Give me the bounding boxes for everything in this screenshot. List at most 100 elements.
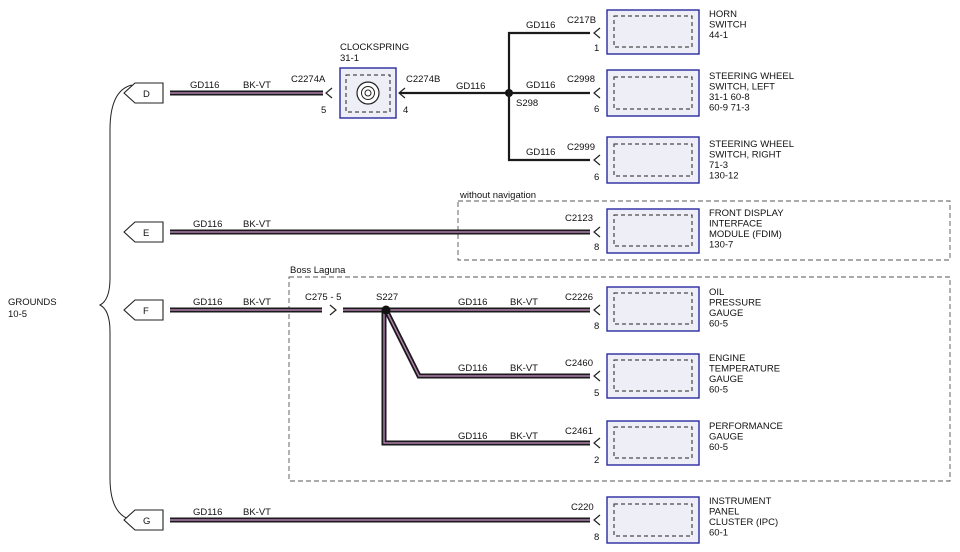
wire-d-connector: C2274A <box>291 74 326 85</box>
grounds-brace <box>98 84 133 521</box>
clockspring-out-connector: C2274B <box>406 74 440 85</box>
ground-tab-g[interactable]: G <box>123 509 164 531</box>
component-label-line: GAUGE <box>709 432 743 443</box>
wire-eng-color: BK-VT <box>510 363 538 374</box>
clockspring-pin-right: 4 <box>403 105 408 116</box>
wire-clockspring-s298 <box>398 87 509 99</box>
splice-s227-label: S227 <box>376 292 398 303</box>
component-label-line: PERFORMANCE <box>709 421 783 432</box>
ipc-connector: C220 <box>571 502 594 513</box>
clockspring-title: CLOCKSPRING <box>340 42 409 53</box>
wire-oil-color: BK-VT <box>510 297 538 308</box>
clockspring-pin-left: 5 <box>321 105 326 116</box>
ipc-pin: 8 <box>594 532 599 543</box>
wire-eng-circuit: GD116 <box>458 363 487 374</box>
ground-tab-d[interactable]: D <box>123 82 164 104</box>
instrument-panel-cluster[interactable] <box>606 496 700 544</box>
region-boss-laguna-label: Boss Laguna <box>290 265 346 276</box>
wire-s298-branches <box>507 27 601 166</box>
wire-swl-circuit: GD116 <box>526 80 555 91</box>
component-label-line: INTERFACE <box>709 219 762 230</box>
wire-f-circuit: GD116 <box>193 297 222 308</box>
eng-pin: 5 <box>594 388 599 399</box>
wire-swr-circuit: GD116 <box>526 147 555 158</box>
component-label-line: TEMPERATURE <box>709 364 780 375</box>
ground-tab-d-label: D <box>143 89 150 100</box>
splice-s298-label: S298 <box>516 98 538 109</box>
wire-d-color: BK-VT <box>243 80 271 91</box>
perf-connector: C2461 <box>565 426 593 437</box>
wire-horn-circuit: GD116 <box>526 20 555 31</box>
component-label-line: PANEL <box>709 507 739 518</box>
wire-e-circuit: GD116 <box>193 219 222 230</box>
oil-pressure-gauge[interactable] <box>606 286 700 332</box>
wire-f-s227 <box>170 304 601 449</box>
wire-clockspring-circuit: GD116 <box>456 81 485 92</box>
grounds-label: GROUNDS <box>8 297 57 308</box>
component-label-line: SWITCH, LEFT <box>709 82 775 93</box>
engine-temperature-gauge[interactable] <box>606 353 700 399</box>
fdim-pin: 8 <box>594 242 599 253</box>
horn-connector: C217B <box>567 15 596 26</box>
horn-switch[interactable] <box>606 9 700 55</box>
wire-f-connector: C275 - 5 <box>305 292 341 303</box>
front-display-interface-module[interactable] <box>606 208 700 254</box>
component-label-line: 60-5 <box>709 442 728 453</box>
component-label-line: 130-12 <box>709 171 739 182</box>
region-boss-laguna <box>288 276 951 482</box>
wire-perf-color: BK-VT <box>510 431 538 442</box>
region-without-navigation-label: without navigation <box>459 190 536 201</box>
wire-perf-circuit: GD116 <box>458 431 487 442</box>
component-label-line: PRESSURE <box>709 298 761 309</box>
wire-f-color: BK-VT <box>243 297 271 308</box>
steering-wheel-switch-right[interactable] <box>606 136 700 184</box>
ground-tab-g-label: G <box>143 516 150 527</box>
clockspring-coil-icon <box>356 81 380 105</box>
component-label-line: SWITCH <box>709 20 747 31</box>
component-label-line: STEERING WHEEL <box>709 139 794 150</box>
component-label-line: 60-5 <box>709 319 728 330</box>
component-label-line: 130-7 <box>709 240 733 251</box>
wire-d-clockspring <box>170 87 333 99</box>
wire-e-fdim <box>170 226 601 238</box>
wire-g-circuit: GD116 <box>193 507 222 518</box>
component-label-line: 44-1 <box>709 30 728 41</box>
component-label-line: GAUGE <box>709 308 743 319</box>
component-label-line: GAUGE <box>709 374 743 385</box>
component-label-line: INSTRUMENT <box>709 496 771 507</box>
swl-pin: 6 <box>594 104 599 115</box>
perf-pin: 2 <box>594 455 599 466</box>
clockspring-ref: 31-1 <box>340 53 359 64</box>
component-label-line: STEERING WHEEL <box>709 71 794 82</box>
component-label-line: HORN <box>709 9 737 20</box>
performance-gauge[interactable] <box>606 420 700 466</box>
component-label-line: 60-1 <box>709 528 728 539</box>
wire-e-color: BK-VT <box>243 219 271 230</box>
grounds-ref: 10-5 <box>8 309 27 320</box>
wire-oil-circuit: GD116 <box>458 297 487 308</box>
fdim-connector: C2123 <box>565 213 593 224</box>
steering-wheel-switch-left[interactable] <box>606 69 700 117</box>
component-label-line: SWITCH, RIGHT <box>709 150 781 161</box>
component-label-line: 60-5 <box>709 385 728 396</box>
component-label-line: MODULE (FDIM) <box>709 229 782 240</box>
ground-tab-f[interactable]: F <box>123 299 164 321</box>
splice-s227 <box>381 305 391 315</box>
ground-tab-f-label: F <box>143 306 149 317</box>
clockspring[interactable] <box>339 67 397 119</box>
oil-pin: 8 <box>594 321 599 332</box>
component-label-line: 71-3 <box>709 160 728 171</box>
component-label-line: 31-1 60-8 <box>709 92 750 103</box>
component-label-line: CLUSTER (IPC) <box>709 517 778 528</box>
ground-tab-e[interactable]: E <box>123 221 164 243</box>
wire-d-circuit: GD116 <box>190 80 219 91</box>
